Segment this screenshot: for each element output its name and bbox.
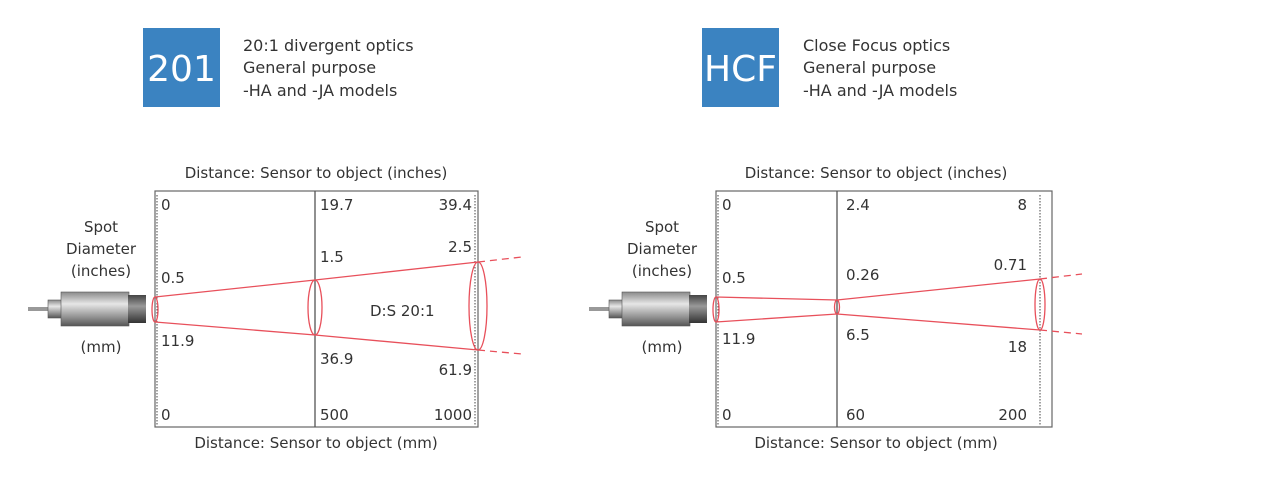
distance-inches: 0 xyxy=(722,196,732,214)
distance-inches: 2.4 xyxy=(846,196,870,214)
bottom-axis-title: Distance: Sensor to object (mm) xyxy=(194,434,437,452)
distance-mm: 500 xyxy=(320,406,349,424)
spot-mm: 36.9 xyxy=(320,350,353,368)
spot-label: Diameter xyxy=(627,240,698,258)
badge-label: HCF xyxy=(704,49,777,90)
spot-mm: 11.9 xyxy=(161,332,194,350)
spot-mm: 61.9 xyxy=(439,361,472,379)
badge-201 xyxy=(143,28,220,107)
diagram-frame xyxy=(715,190,1053,428)
distance-mm: 0 xyxy=(722,406,732,424)
panel-201: 201 20:1 divergent optics General purpos… xyxy=(27,28,523,452)
distance-mm: 0 xyxy=(161,406,171,424)
distance-inches: 8 xyxy=(1017,196,1027,214)
distance-mm: 60 xyxy=(846,406,865,424)
top-axis-title: Distance: Sensor to object (inches) xyxy=(185,164,448,182)
mm-label: (mm) xyxy=(81,338,122,356)
spot-mm: 11.9 xyxy=(722,330,755,348)
bottom-axis-title: Distance: Sensor to object (mm) xyxy=(754,434,997,452)
spot-inches: 2.5 xyxy=(448,238,472,256)
badge-label: 201 xyxy=(147,49,216,90)
spot-inches: 0.71 xyxy=(994,256,1027,274)
spot-label: (inches) xyxy=(71,262,131,280)
mm-label: (mm) xyxy=(642,338,683,356)
spot-label: Spot xyxy=(645,218,679,236)
description-line: 20:1 divergent optics xyxy=(243,36,414,55)
spot-mm: 6.5 xyxy=(846,326,870,344)
distance-inches: 39.4 xyxy=(439,196,472,214)
ratio-label: D:S 20:1 xyxy=(370,302,435,320)
description-line: Close Focus optics xyxy=(803,36,950,55)
spot-label: Spot xyxy=(84,218,118,236)
description-line: -HA and -JA models xyxy=(243,81,397,100)
spot-mm: 18 xyxy=(1008,338,1027,356)
spot-label: (inches) xyxy=(632,262,692,280)
top-axis-title: Distance: Sensor to object (inches) xyxy=(745,164,1008,182)
description-line: -HA and -JA models xyxy=(803,81,957,100)
panel-hcf: HCF Close Focus optics General purpose -… xyxy=(588,28,1083,452)
description-line: General purpose xyxy=(803,58,936,77)
distance-inches: 0 xyxy=(161,196,171,214)
badge-hcf xyxy=(702,28,779,107)
spot-inches: 0.26 xyxy=(846,266,879,284)
sensor-icon xyxy=(27,291,147,327)
beam-outline xyxy=(715,278,1041,331)
distance-mm: 1000 xyxy=(434,406,472,424)
spot-inches: 0.5 xyxy=(722,269,746,287)
spot-inches: 0.5 xyxy=(161,269,185,287)
distance-mm: 200 xyxy=(998,406,1027,424)
spot-inches: 1.5 xyxy=(320,248,344,266)
sensor-icon xyxy=(588,291,708,327)
diagram-frame xyxy=(154,190,479,428)
spot-label: Diameter xyxy=(66,240,137,258)
distance-inches: 19.7 xyxy=(320,196,353,214)
description-line: General purpose xyxy=(243,58,376,77)
